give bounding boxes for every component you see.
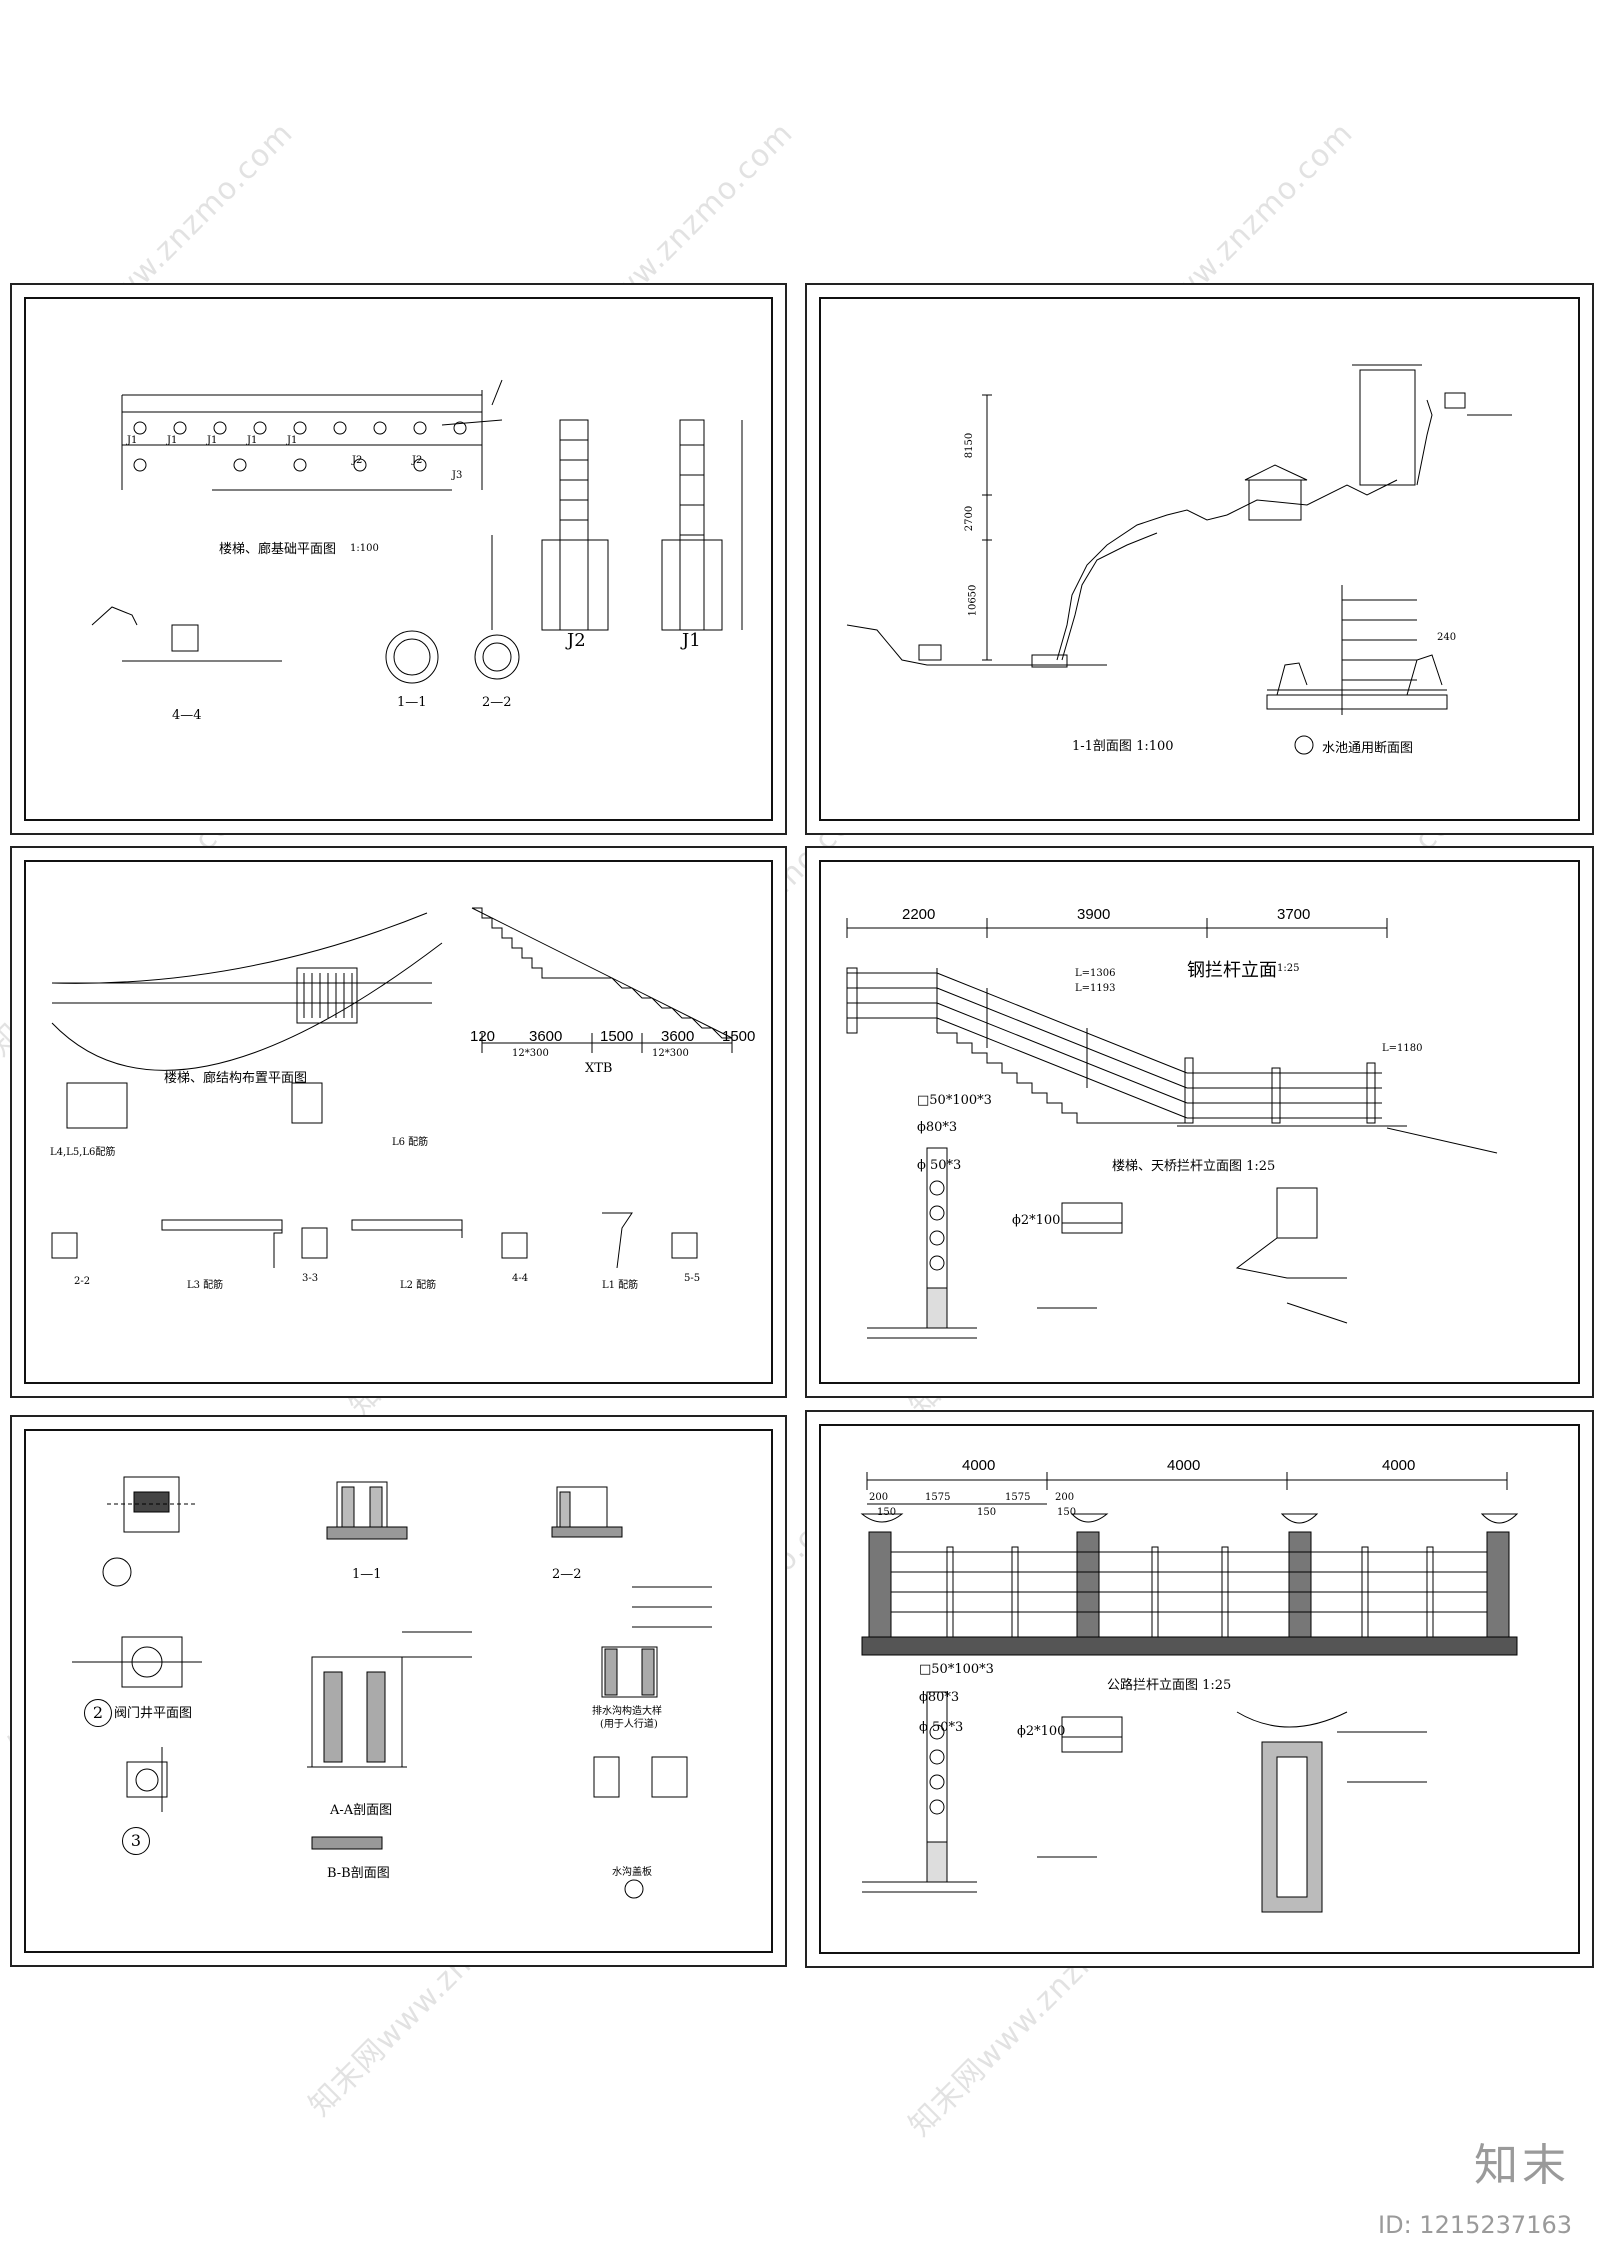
j-label: J1 (207, 435, 218, 446)
j-label: J1 (287, 435, 298, 446)
section-4-4: 4—4 (172, 708, 202, 723)
bb-section-title: B-B剖面图 (327, 1866, 390, 1881)
pipe-spec: ϕ2*100 (1017, 1724, 1066, 1739)
road-railing-drawing (860, 1472, 1519, 1913)
drawing-sheet-structure: 楼梯、廊结构布置平面图 3600 1500 3600 1500 12*300 1… (10, 846, 787, 1398)
pipe-spec: □50*100*3 (917, 1093, 992, 1108)
foundation-plan-drawing (91, 379, 743, 684)
j-label: J2 (412, 455, 423, 466)
aa-section-title: A-A剖面图 (330, 1803, 393, 1818)
plan-scale: 1:100 (350, 543, 379, 554)
stair-railing-elevation-title: 楼梯、天桥拦杆立面图 1:25 (1112, 1159, 1276, 1174)
sub-dimension: 1575 (1005, 1492, 1031, 1503)
steel-railing-drawing (846, 918, 1498, 1339)
j-label: J1 (247, 435, 258, 446)
section-1-1: 1—1 (352, 1567, 382, 1582)
drawing-sheet-section: 8150 2700 10650 240 1-1剖面图 1:100 水池通用断面图 (805, 283, 1594, 835)
section-title: 1-1剖面图 1:100 (1072, 739, 1174, 754)
xtb-label: XTB (585, 1061, 613, 1076)
detail-label: L4,L5,L6配筋 (50, 1147, 116, 1158)
j-label: J1 (127, 435, 138, 446)
drawing-sheet-road-railing: 4000 4000 4000 200 1575 150 1575 200 150… (805, 1410, 1594, 1968)
drawing-sheet-steel-railing: 2200 3900 3700 钢拦杆立面 1:25 L=1306 L=1193 … (805, 846, 1594, 1398)
pipe-spec: ϕ 50*3 (917, 1158, 962, 1173)
pipe-spec: ϕ80*3 (917, 1120, 958, 1135)
dimension: 1500 (600, 1028, 634, 1045)
pipe-spec: □50*100*3 (919, 1662, 994, 1677)
sheet-frame (819, 1424, 1580, 1954)
section-drawing (846, 364, 1512, 755)
dimension: 1500 (722, 1028, 756, 1045)
sub-dimension: 200 (1055, 1492, 1075, 1503)
sub-dimension: 150 (1057, 1507, 1077, 1518)
sub-dimension: 12*300 (512, 1048, 549, 1059)
length-note: L=1180 (1382, 1043, 1423, 1054)
detail-label: 2-2 (74, 1276, 91, 1287)
j1-title: J1 (682, 630, 701, 651)
dimension: 4000 (1167, 1457, 1201, 1474)
sheet-frame (819, 860, 1580, 1384)
detail-label: 5-5 (684, 1273, 701, 1284)
image-id-label: ID: 1215237163 (1378, 2211, 1572, 2239)
drainage-drawing (72, 1476, 712, 1899)
detail-label: L2 配筋 (400, 1280, 437, 1291)
detail-label: L3 配筋 (187, 1280, 224, 1291)
brand-logo: 知末 (1474, 2140, 1570, 2191)
section-2-2: 2—2 (482, 695, 512, 710)
sub-dimension: 150 (977, 1507, 997, 1518)
detail-label: 4-4 (512, 1273, 529, 1284)
pipe-spec: ϕ2*100 (1012, 1213, 1061, 1228)
valve-well-plan-title: 阀门井平面图 (114, 1706, 193, 1721)
steel-railing-scale: 1:25 (1277, 963, 1300, 974)
dimension: 3600 (661, 1028, 695, 1045)
sub-dimension: 1575 (925, 1492, 951, 1503)
sub-dimension: 200 (869, 1492, 889, 1503)
j-label: J1 (167, 435, 178, 446)
steel-railing-title: 钢拦杆立面 (1187, 960, 1277, 981)
drawing-sheet-drainage: 1—1 2—2 2 阀门井平面图 A-A剖面图 B-B剖面图 排水沟构造大样 (… (10, 1415, 787, 1967)
plan-title: 楼梯、廊基础平面图 (219, 542, 337, 557)
section-2-2: 2—2 (552, 1567, 582, 1582)
detail-label: 3-3 (302, 1273, 319, 1284)
road-railing-title: 公路拦杆立面图 1:25 (1107, 1678, 1232, 1693)
dimension: 8150 (964, 432, 976, 459)
sheet-frame (24, 297, 773, 821)
sheet-frame (24, 860, 773, 1384)
dimension: 10650 (967, 584, 979, 617)
drain-detail-title: 排水沟构造大样 (592, 1706, 662, 1717)
dimension: 4000 (962, 1457, 996, 1474)
cover-title: 水沟盖板 (612, 1867, 652, 1878)
sub-dimension: 150 (877, 1507, 897, 1518)
length-note: L=1306 (1075, 968, 1116, 979)
dimension: 3600 (529, 1028, 563, 1045)
length-note: L=1193 (1075, 983, 1116, 994)
structure-plan-title: 楼梯、廊结构布置平面图 (164, 1071, 308, 1086)
j-label: J3 (452, 470, 463, 481)
callout-2: 2 (84, 1699, 112, 1727)
structure-drawing (51, 907, 733, 1269)
detail-label: L1 配筋 (602, 1280, 639, 1291)
drawing-sheet-foundation-plan: 楼梯、廊基础平面图 1:100 J1 J1 J1 J1 J1 J2 J2 J3 … (10, 283, 787, 835)
dimension: 2200 (902, 906, 936, 923)
j-label: J2 (352, 455, 363, 466)
dimension: 2700 (964, 505, 976, 532)
callout-3: 3 (122, 1827, 150, 1855)
detail-label: L6 配筋 (392, 1137, 429, 1148)
dimension: 3900 (1077, 906, 1111, 923)
sheet-frame (24, 1429, 773, 1953)
dimension-240: 240 (1437, 632, 1457, 643)
dimension: 3700 (1277, 906, 1311, 923)
j2-title: J2 (567, 630, 586, 651)
sub-dimension: 12*300 (652, 1048, 689, 1059)
pool-section-title: 水池通用断面图 (1322, 741, 1414, 756)
pipe-spec: ϕ80*3 (919, 1690, 960, 1705)
section-1-1: 1—1 (397, 695, 427, 710)
dimension: 4000 (1382, 1457, 1416, 1474)
sheet-frame (819, 297, 1580, 821)
pipe-spec: ϕ 50*3 (919, 1720, 964, 1735)
dimension-120: 120 (470, 1028, 496, 1045)
drain-detail-subtitle: (用于人行道) (600, 1719, 658, 1730)
